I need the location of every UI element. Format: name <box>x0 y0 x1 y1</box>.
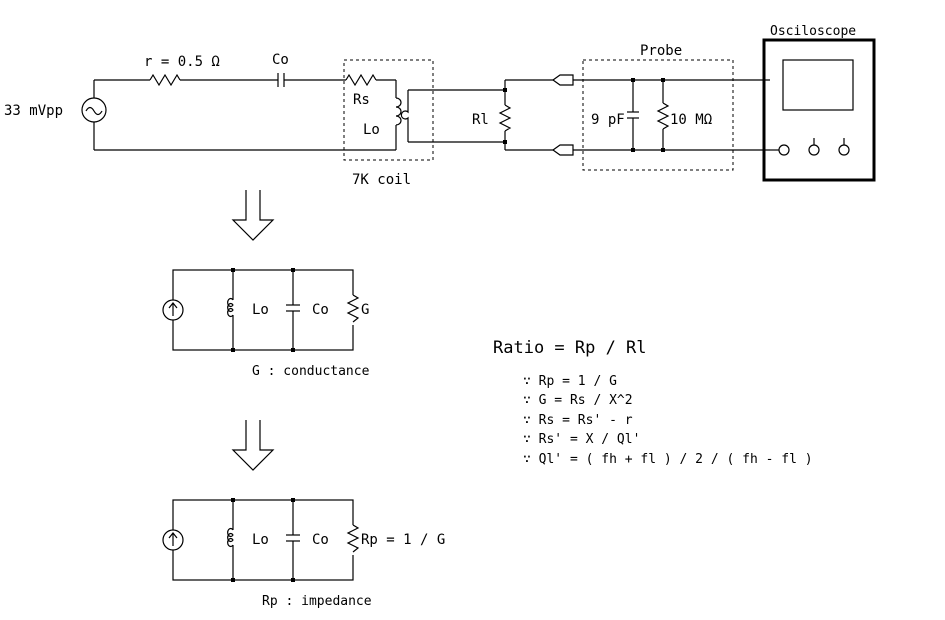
coil-rs-label: Rs <box>353 92 370 108</box>
oscilloscope-input-knob <box>778 144 790 156</box>
source-amplitude-label: 33 mVpp <box>4 103 63 119</box>
ac-source <box>81 80 107 150</box>
main-circuit: 33 mVpp r = 0.5 Ω Co Rs Lo 7K coil <box>4 24 876 188</box>
transform-arrow <box>231 420 275 471</box>
equiv2-lo-label: Lo <box>252 532 269 548</box>
formula-line: ∵ Ql' = ( fh + fl ) / 2 / ( fh - fl ) <box>523 452 813 467</box>
equiv2-caption: Rp : impedance <box>262 594 372 609</box>
series-capacitor <box>277 73 285 87</box>
coil-box <box>343 59 434 161</box>
formula-line: ∵ Rs = Rs' - r <box>523 413 633 428</box>
coil-secondary <box>400 90 409 142</box>
oscilloscope-knob <box>838 144 850 156</box>
coil-lo-label: Lo <box>363 122 380 138</box>
series-resistor <box>149 73 181 87</box>
probe-capacitor-label: 9 pF <box>591 112 625 128</box>
series-resistor-label: r = 0.5 Ω <box>144 54 220 70</box>
formula-line: ∵ Rp = 1 / G <box>523 374 617 389</box>
equiv2-rp-label: Rp = 1 / G <box>361 532 445 548</box>
oscilloscope-title: Osciloscope <box>770 24 856 39</box>
oscilloscope <box>762 38 876 182</box>
equiv1-caption: G : conductance <box>252 364 370 379</box>
coil-name: 7K coil <box>352 172 411 188</box>
equiv1-co-label: Co <box>312 302 329 318</box>
formula-line: ∵ Rs' = X / Ql' <box>523 432 640 447</box>
equivalent-circuit-impedance <box>162 498 360 582</box>
coil-resistance <box>345 73 377 87</box>
probe-title: Probe <box>640 43 682 59</box>
coil-inductor <box>395 97 402 126</box>
oscilloscope-knob <box>808 144 820 156</box>
load-resistor <box>498 104 512 132</box>
equiv1-g-label: G <box>361 302 369 318</box>
series-capacitor-label: Co <box>272 52 289 68</box>
probe-tip-bottom <box>551 144 574 156</box>
equivalent-circuit-conductance <box>162 268 360 352</box>
probe-tip-top <box>551 74 574 86</box>
probe-resistor <box>656 102 670 130</box>
equiv1-lo-label: Lo <box>252 302 269 318</box>
transform-arrow <box>231 190 275 241</box>
equiv2-co-label: Co <box>312 532 329 548</box>
probe-resistor-label: 10 MΩ <box>670 112 712 128</box>
formula-line: ∵ G = Rs / X^2 <box>523 393 633 408</box>
oscilloscope-screen <box>782 59 854 111</box>
ratio-formula: Ratio = Rp / Rl <box>493 338 647 358</box>
probe-box <box>582 59 734 171</box>
load-resistor-label: Rl <box>472 112 489 128</box>
